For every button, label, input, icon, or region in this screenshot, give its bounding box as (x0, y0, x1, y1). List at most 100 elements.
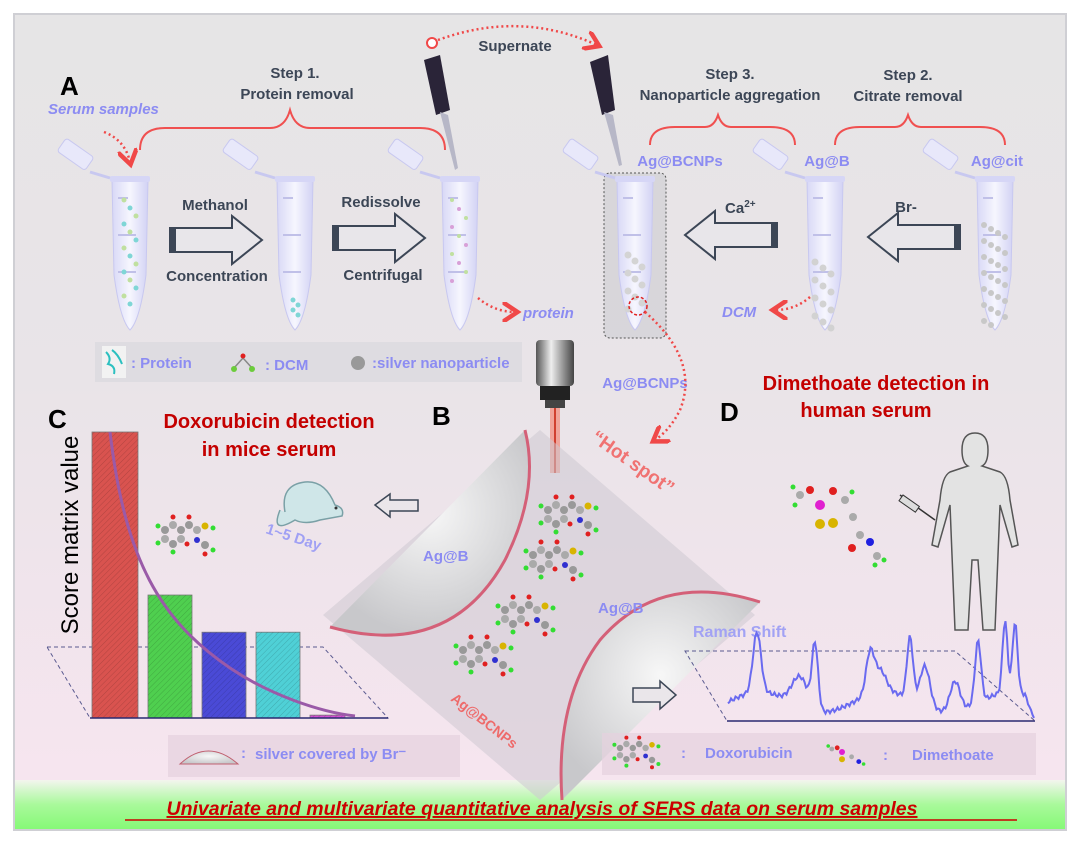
panel-label-a: A (60, 71, 79, 101)
particle (450, 198, 454, 202)
footer-caption: Univariate and multivariate quantitative… (167, 798, 918, 820)
particle (827, 324, 835, 332)
particle (464, 243, 468, 247)
step1-title: Step 1. (270, 65, 319, 82)
particle (450, 279, 454, 283)
dimethoate-title-line1: Dimethoate detection in (763, 373, 990, 395)
particle (981, 254, 987, 260)
step2-title: Step 2. (883, 67, 932, 84)
bar-hatch (310, 715, 345, 718)
particle (1002, 250, 1008, 256)
particle (638, 263, 646, 271)
particle (988, 306, 994, 312)
particle (995, 294, 1001, 300)
particle (121, 197, 127, 203)
dcm-label: DCM (722, 304, 757, 321)
ca-label: Ca2+ (725, 199, 756, 217)
particle (464, 216, 468, 220)
particle (819, 300, 827, 308)
particle (1002, 314, 1008, 320)
particle (624, 269, 632, 277)
particle (827, 270, 835, 278)
panel-label-b: B (432, 401, 451, 431)
particle (981, 302, 987, 308)
ag-b-left-label: Ag@B (423, 548, 469, 565)
bar-hatch (148, 595, 192, 718)
syringe-icon (898, 494, 936, 521)
particle (981, 238, 987, 244)
protein-arrow (477, 297, 515, 312)
legend-d-colon-2: : (883, 747, 888, 764)
particle (988, 290, 994, 296)
bar-hatch (256, 632, 300, 718)
redissolve-label: Redissolve (341, 194, 420, 211)
particle (133, 261, 139, 267)
raman-shift-label: Raman Shift (693, 624, 787, 641)
mouse-icon (276, 481, 344, 527)
ag-b-right-label: Ag@B (598, 600, 644, 617)
silver-nanoparticle-icon (351, 356, 365, 370)
particle (295, 302, 301, 308)
particle (133, 237, 139, 243)
particle (133, 213, 139, 219)
panel-label-c: C (48, 404, 67, 434)
particle (988, 242, 994, 248)
particle (995, 230, 1001, 236)
particle (995, 262, 1001, 268)
particle (457, 207, 461, 211)
particle (290, 297, 296, 303)
br-label: Br- (895, 199, 917, 216)
particle (631, 257, 639, 265)
raman-spectrum-line (727, 620, 1035, 719)
concentration-label: Concentration (166, 268, 268, 285)
particle (819, 282, 827, 290)
particle (624, 287, 632, 295)
serum-samples-label: Serum samples (48, 101, 159, 118)
br-coating-left (329, 429, 531, 637)
doxorubicin-title-line1: Doxorubicin detection (163, 411, 374, 433)
dimethoate-title-line2: human serum (800, 400, 931, 422)
legend-dimethoate: Dimethoate (912, 747, 994, 764)
particle (819, 264, 827, 272)
particle (981, 222, 987, 228)
particle (121, 221, 127, 227)
legend-a-box (95, 342, 522, 382)
protein-label: protein (522, 305, 574, 322)
particle (450, 225, 454, 229)
protein-legend-icon (102, 346, 126, 378)
tube-label-ag-bcnps: Ag@BCNPs (637, 153, 722, 170)
particle (988, 274, 994, 280)
particle (464, 270, 468, 274)
ag-b-particle-left (330, 430, 530, 636)
panel-label-d: D (720, 397, 739, 427)
step2-bracket (834, 111, 1006, 146)
particle (995, 310, 1001, 316)
legend-protein: : Protein (131, 355, 192, 372)
dimethoate-molecule (790, 484, 887, 568)
step1-subtitle: Protein removal (240, 86, 353, 103)
particle (995, 278, 1001, 284)
particle (127, 301, 133, 307)
y-axis-label: Score matrix value (57, 436, 84, 635)
tube-contents (121, 197, 1008, 332)
br-coating-right (559, 590, 761, 801)
step2-subtitle: Citrate removal (853, 88, 962, 105)
particle (988, 322, 994, 328)
particle (121, 293, 127, 299)
particle (624, 251, 632, 259)
particle (127, 253, 133, 259)
particle (121, 245, 127, 251)
particle (988, 258, 994, 264)
particle (981, 318, 987, 324)
supernate-label: Supernate (478, 38, 551, 55)
raman-objective-lens (536, 340, 574, 408)
particle (133, 285, 139, 291)
particle (121, 269, 127, 275)
serum-arrow (103, 130, 130, 162)
particle (1002, 298, 1008, 304)
human-silhouette (931, 432, 1019, 631)
legend-silver-nanoparticle: :silver nanoparticle (372, 355, 510, 372)
particle (127, 229, 133, 235)
hot-spot-circle (628, 296, 648, 316)
